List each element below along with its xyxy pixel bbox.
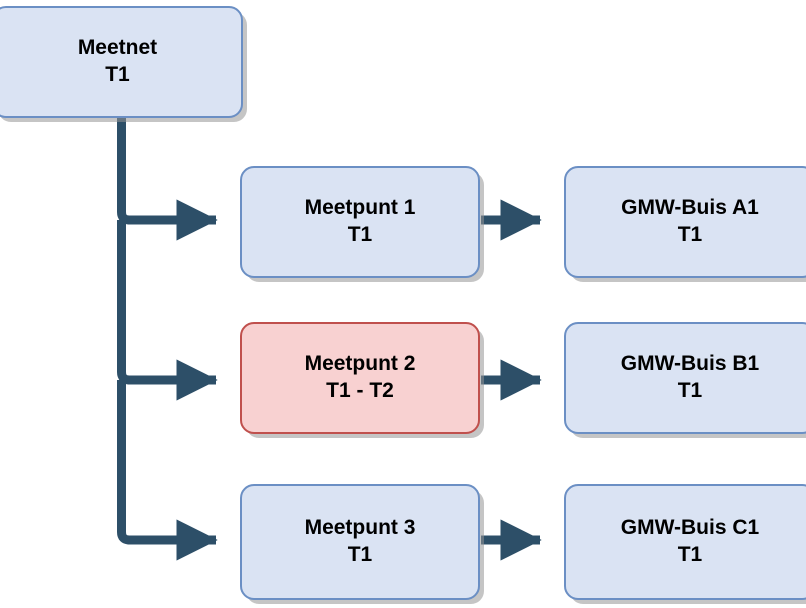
edge-meetnet-to-meetpunt-2	[117, 220, 218, 401]
node-meetpunt-3-title: Meetpunt 3	[304, 516, 416, 540]
node-gmw-buis-a1-title: GMW-Buis A1	[621, 196, 759, 220]
node-meetpunt-2-title: Meetpunt 2	[304, 352, 416, 376]
node-meetpunt-1-subtitle: T1	[347, 223, 373, 246]
node-gmw-buis-b1-title: GMW-Buis B1	[620, 352, 760, 376]
node-meetnet-title: Meetnet	[77, 36, 158, 60]
node-meetpunt-2-subtitle: T1 - T2	[326, 379, 394, 402]
node-gmw-buis-c1[interactable]: GMW-Buis C1 T1	[564, 484, 806, 600]
edge-meetnet-to-meetpunt-1	[117, 116, 218, 241]
node-meetpunt-3-subtitle: T1	[347, 543, 373, 566]
node-meetpunt-1[interactable]: Meetpunt 1 T1	[240, 166, 480, 278]
node-meetnet[interactable]: Meetnet T1	[0, 6, 243, 118]
node-meetpunt-1-title: Meetpunt 1	[304, 196, 416, 220]
edge-meetnet-to-meetpunt-3	[117, 380, 218, 561]
node-gmw-buis-b1-subtitle: T1	[677, 379, 703, 402]
node-gmw-buis-c1-subtitle: T1	[677, 543, 703, 566]
node-gmw-buis-a1[interactable]: GMW-Buis A1 T1	[564, 166, 806, 278]
node-gmw-buis-a1-subtitle: T1	[677, 223, 703, 246]
node-gmw-buis-b1[interactable]: GMW-Buis B1 T1	[564, 322, 806, 434]
node-meetnet-subtitle: T1	[105, 63, 130, 86]
node-meetpunt-2[interactable]: Meetpunt 2 T1 - T2	[240, 322, 480, 434]
node-gmw-buis-c1-title: GMW-Buis C1	[620, 516, 760, 540]
node-meetpunt-3[interactable]: Meetpunt 3 T1	[240, 484, 480, 600]
